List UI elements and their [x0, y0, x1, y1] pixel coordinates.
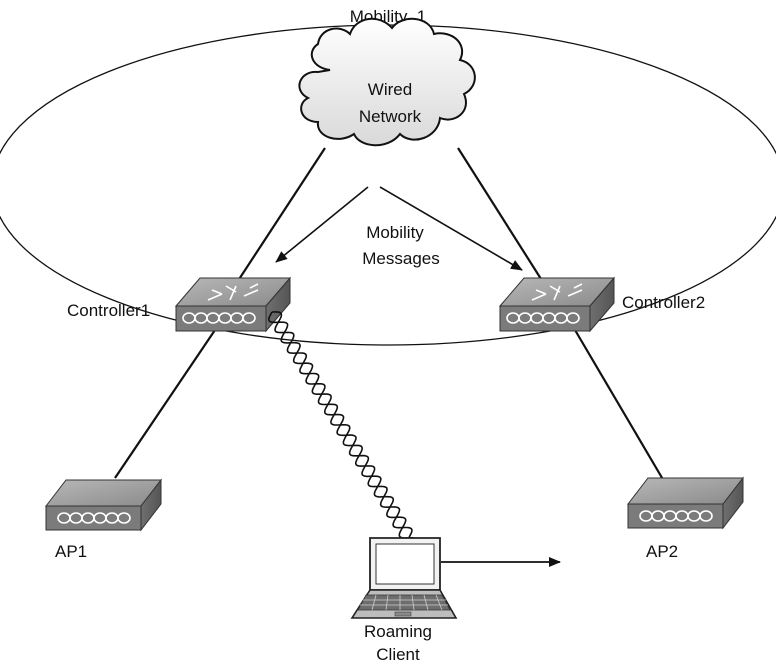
controller2-device [498, 276, 616, 333]
message-arrow-to-controller2 [379, 186, 523, 271]
controller1-ports-icon [182, 312, 256, 324]
ap2-device [626, 476, 745, 530]
client-label-line2: Client [376, 645, 420, 664]
ap1-label: AP1 [55, 542, 87, 561]
ap1-ports-icon [57, 512, 131, 524]
messages-label-line2: Messages [362, 249, 439, 268]
wireless-strand [267, 311, 413, 543]
messages-label-line1: Mobility [366, 223, 424, 242]
link-cloud-controller2 [457, 147, 549, 291]
laptop-icon [350, 537, 458, 619]
wireless-strand [271, 311, 414, 539]
mobility-messages: Mobility Messages [275, 186, 523, 271]
controller2-label: Controller2 [622, 293, 705, 312]
link-controller2-ap2 [574, 329, 669, 489]
message-arrow-to-controller1 [275, 186, 369, 263]
ap2-label: AP2 [646, 542, 678, 561]
wired-network-cloud: Wired Network [298, 18, 476, 147]
client-label-line1: Roaming [364, 622, 432, 641]
ap1-device [44, 478, 163, 532]
ap2-ports-icon [639, 510, 713, 522]
link-cloud-controller1 [231, 147, 326, 291]
wireless-association-link [267, 311, 414, 543]
controller2-ports-icon [506, 312, 580, 324]
cloud-label-line2: Network [359, 107, 422, 126]
link-controller1-ap1 [114, 329, 216, 479]
cloud-label-line1: Wired [368, 80, 412, 99]
controller1-device [174, 276, 292, 333]
controller1-label: Controller1 [67, 301, 150, 320]
